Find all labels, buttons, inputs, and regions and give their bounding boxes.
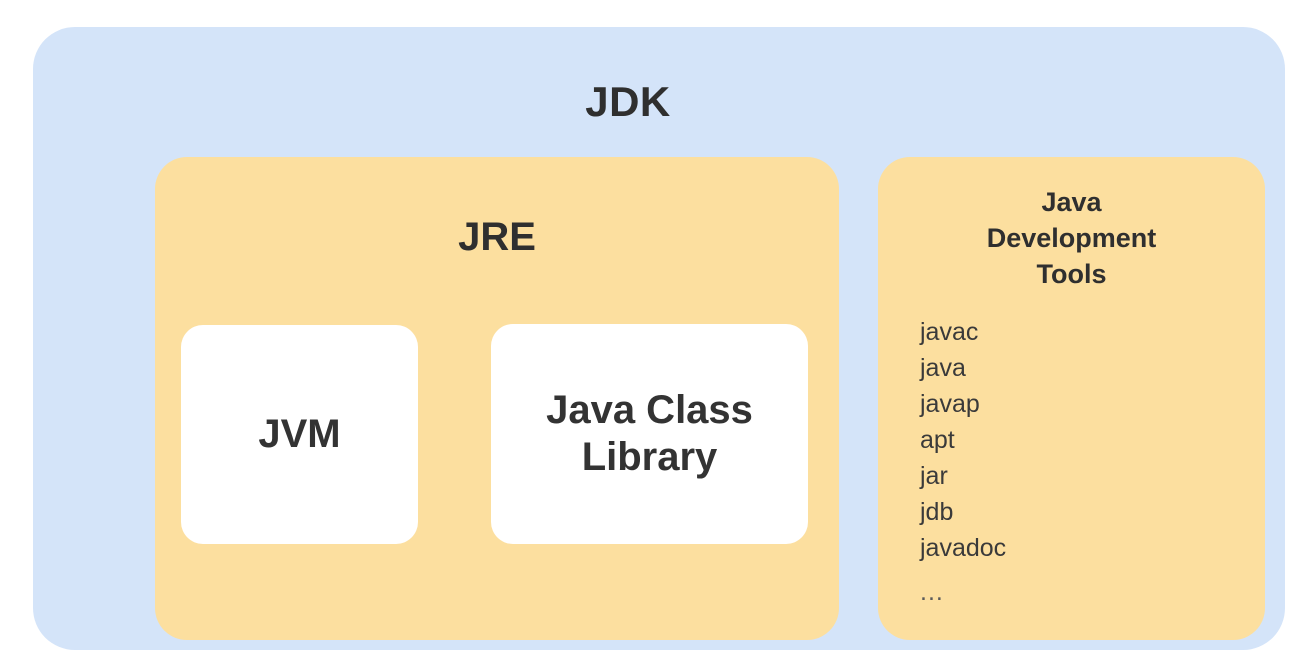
java-development-tools-container: Java Development Tools javac java javap … — [878, 157, 1265, 640]
list-item: java — [920, 354, 966, 382]
jdk-container: JDK JRE JVM Java Class Library Java Deve… — [33, 27, 1285, 650]
list-item: jdb — [920, 498, 954, 526]
jdk-title: JDK — [585, 78, 671, 125]
list-item: javadoc — [920, 534, 1007, 562]
list-item: apt — [920, 426, 955, 454]
jvm-box: JVM — [181, 325, 418, 544]
tools-title-line3: Tools — [1036, 258, 1107, 289]
jvm-label: JVM — [258, 411, 341, 456]
list-item: javac — [920, 318, 979, 346]
jre-title: JRE — [458, 215, 536, 259]
jre-container: JRE JVM Java Class Library — [155, 157, 839, 640]
list-item: jar — [920, 462, 948, 490]
java-class-library-label: Java Class Library — [538, 387, 761, 481]
list-item: javap — [920, 390, 980, 418]
tools-title-line2: Development — [986, 222, 1157, 253]
list-item-more: ... — [920, 578, 944, 606]
java-development-tools-title: Java Development Tools — [878, 185, 1265, 293]
java-class-library-label-line2: Library — [581, 435, 718, 479]
java-development-tools-list: javac java javap apt jar jdb javadoc ... — [920, 314, 1006, 610]
tools-title-line1: Java — [1041, 187, 1102, 217]
java-class-library-box: Java Class Library — [491, 324, 808, 544]
java-class-library-label-line1: Java Class — [546, 387, 753, 432]
